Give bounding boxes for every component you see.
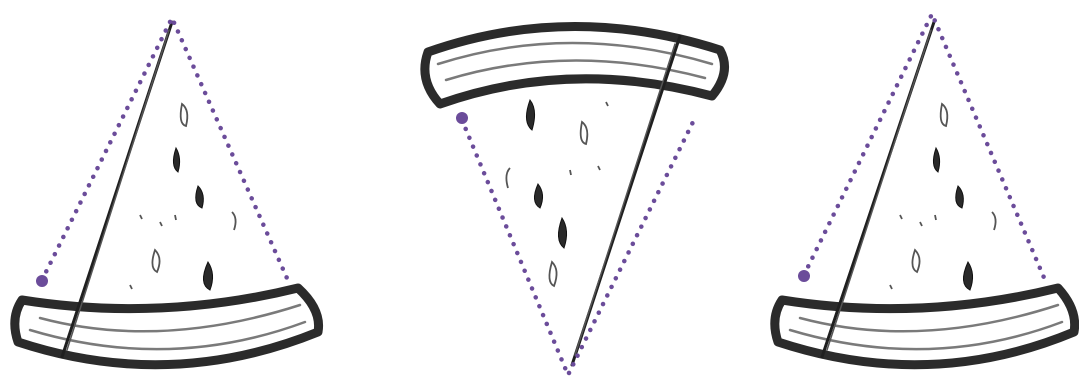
watermelon-slice-2: [425, 26, 725, 375]
seed-icon: [526, 100, 534, 130]
seed-icon: [203, 262, 212, 290]
watermelon-slice-3: [775, 14, 1075, 365]
slice-3-guide-point: [798, 270, 810, 282]
slice-1-guide-dotted: [42, 18, 290, 285]
seed-icon: [963, 262, 972, 290]
seed-icon: [232, 212, 236, 230]
slice-2-guide-dotted: [462, 118, 695, 375]
seed-icon: [941, 104, 948, 126]
seed-icon: [956, 186, 964, 208]
slice-2-guide-point: [456, 112, 468, 124]
seed-icon: [534, 184, 542, 208]
seed-icon: [933, 148, 939, 172]
seed-icon: [506, 168, 510, 188]
seed-icon: [181, 104, 188, 126]
seed-icon: [912, 250, 919, 272]
watermelon-slice-1: [15, 18, 319, 365]
seed-icon: [558, 218, 566, 248]
slice-1-guide-point: [36, 275, 48, 287]
seed-icon: [173, 148, 179, 172]
seed-icon: [549, 262, 556, 286]
seed-icon: [992, 212, 996, 230]
seed-icon: [152, 250, 159, 272]
seed-icon: [196, 186, 204, 208]
seed-icon: [581, 122, 588, 144]
